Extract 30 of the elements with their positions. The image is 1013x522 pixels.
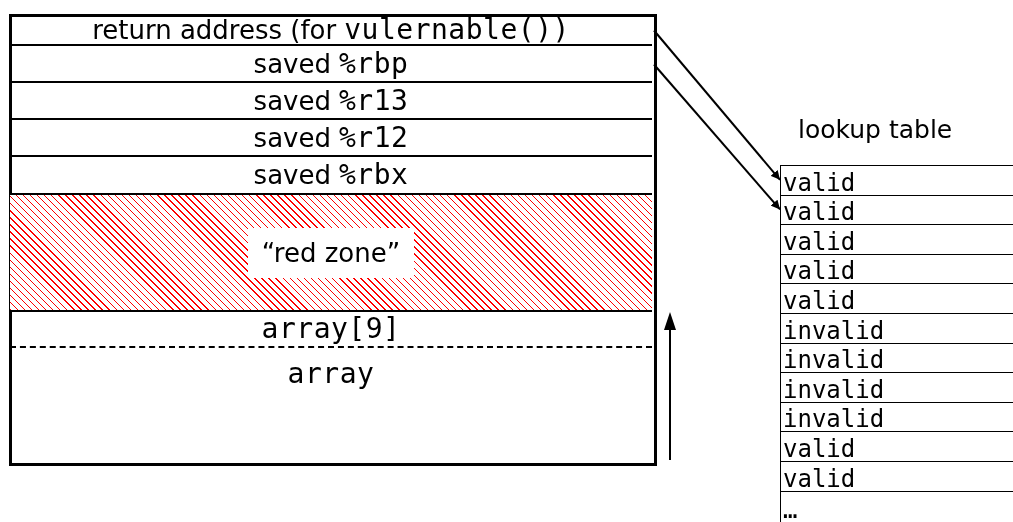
slot-label: vulernable()): [344, 15, 570, 44]
slot-label: array: [287, 360, 375, 388]
slot-label: saved: [253, 87, 331, 114]
stack-slot: [10, 15, 652, 46]
zone-label: “red zone”: [247, 227, 415, 278]
table-cell: valid: [780, 253, 1013, 284]
slot-label: %r12: [338, 123, 409, 152]
table-cell: invalid: [780, 313, 1013, 343]
arrow: [653, 29, 781, 181]
slot-label: saved: [253, 124, 331, 151]
table-cell: invalid: [780, 372, 1013, 402]
table-heading: lookup table: [798, 115, 953, 144]
table-cell: valid: [780, 461, 1013, 491]
slot-label: return address (for: [92, 16, 337, 43]
table-cell: valid: [780, 283, 1013, 313]
slot-label: saved: [253, 50, 331, 77]
arrow: [653, 63, 781, 211]
table-cell: invalid: [780, 401, 1013, 432]
slot-label: %rbp: [338, 49, 409, 78]
hatched-zone: [10, 195, 652, 312]
slot-label: %r13: [338, 86, 409, 115]
table-cell: valid: [780, 194, 1013, 225]
table-cell: valid: [780, 431, 1013, 461]
slot-label: saved: [253, 162, 331, 188]
slot-label: %rbx: [338, 161, 409, 189]
slot-label: array[9]: [261, 315, 401, 343]
table-cell: valid: [780, 224, 1013, 254]
table-cell: valid: [780, 165, 1013, 195]
table-cell: …: [780, 490, 1013, 522]
table-cell: invalid: [780, 342, 1013, 373]
